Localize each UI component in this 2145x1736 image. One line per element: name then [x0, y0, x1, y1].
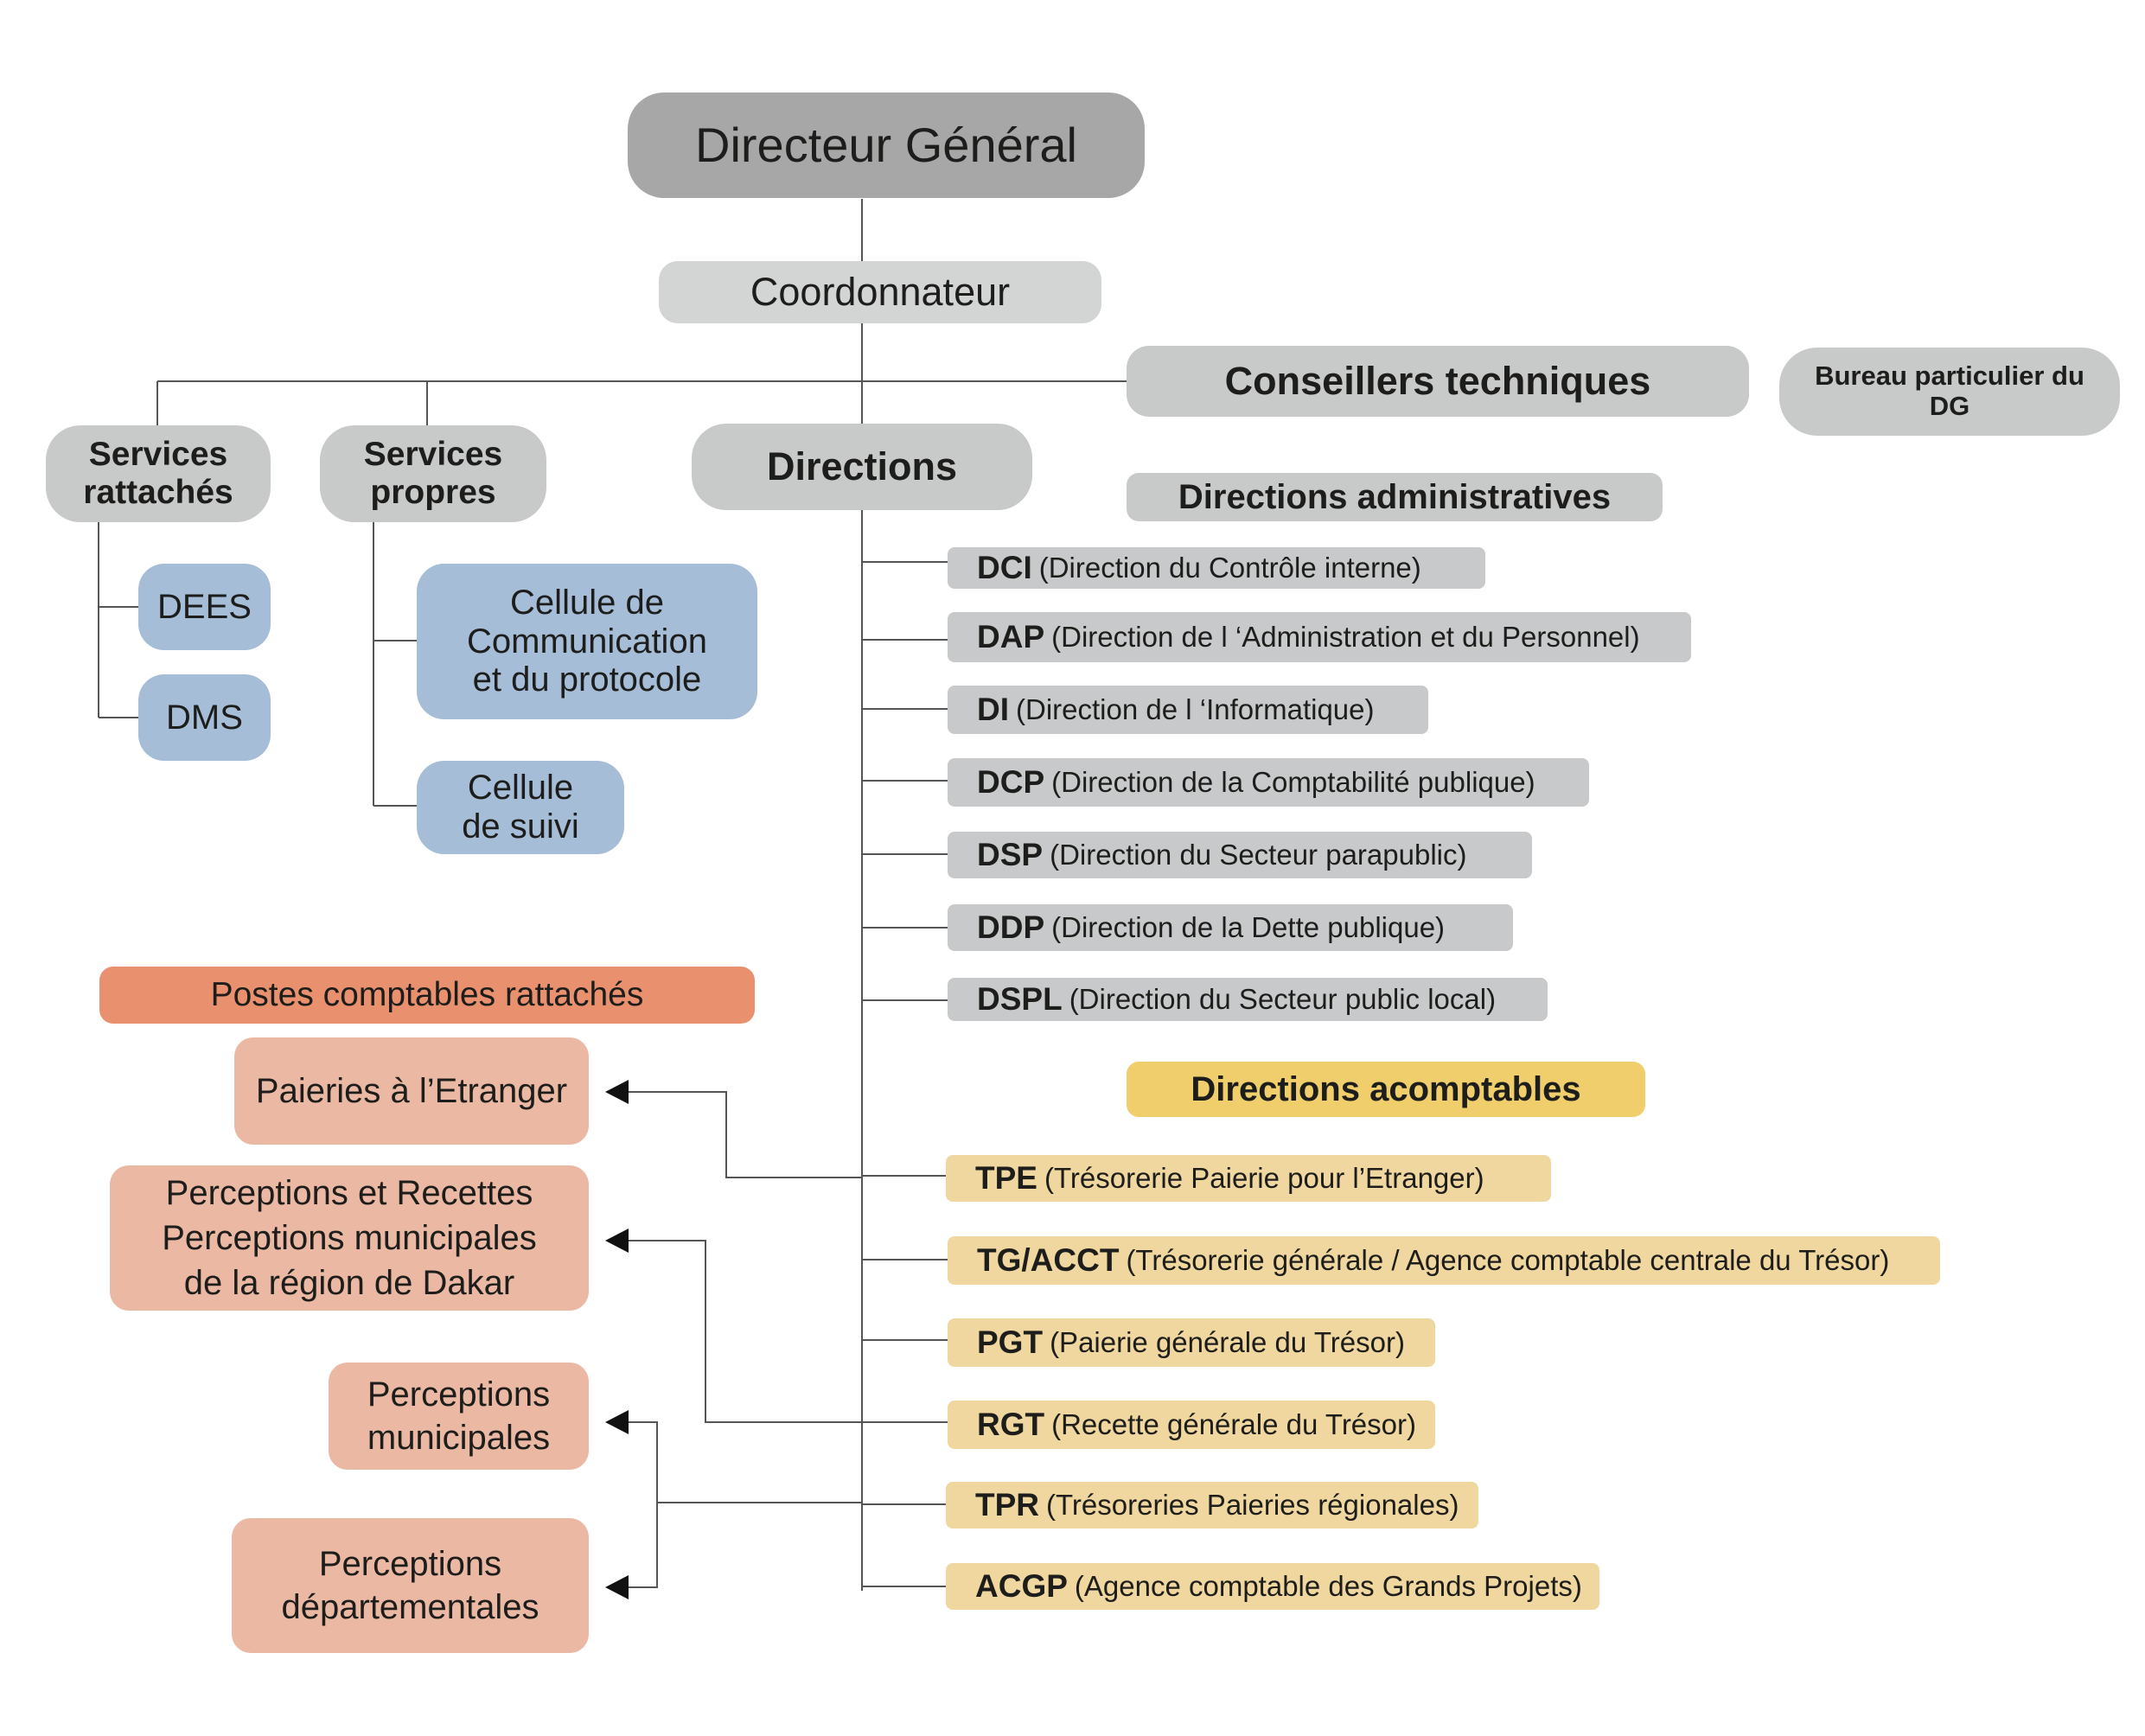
arrow-dakar-icon: [605, 1229, 629, 1253]
admin-name: (Direction de la Comptabilité publique): [1051, 766, 1535, 798]
admin-name: (Direction du Contrôle interne): [1038, 552, 1421, 584]
acct-code: PGT: [977, 1324, 1044, 1360]
unit-dees-box: DEES: [138, 564, 271, 650]
admin-name: (Direction du Secteur parapublic): [1050, 839, 1467, 871]
admin-name: (Direction de l ‘Informatique): [1016, 693, 1375, 725]
admin-row-dcp: DCP (Direction de la Comptabilité publiq…: [948, 758, 1589, 807]
post-paieries-box: Paieries à l’Etranger: [234, 1037, 589, 1145]
private-office-label: Bureau particulier du DG: [1815, 361, 2084, 421]
acct-row-acgp: ACGP (Agence comptable des Grands Projet…: [946, 1563, 1599, 1610]
arrow-paieries-icon: [605, 1080, 629, 1104]
own-services-box: Services propres: [320, 425, 546, 522]
unit-followup-box: Cellule de suivi: [417, 761, 624, 854]
admin-name: (Direction du Secteur public local): [1069, 983, 1497, 1015]
admin-row-dap: DAP (Direction de l ‘Administration et d…: [948, 612, 1691, 662]
acct-name: (Trésorerie Paierie pour l’Etranger): [1044, 1162, 1484, 1194]
admin-name: (Direction de la Dette publique): [1051, 911, 1446, 943]
post-paieries-label: Paieries à l’Etranger: [255, 1071, 568, 1110]
admin-directions-title: Directions administratives: [1178, 477, 1612, 516]
arrow-departementales-icon: [605, 1575, 629, 1599]
admin-code: DSPL: [977, 981, 1063, 1017]
advisors-label: Conseillers techniques: [1224, 358, 1651, 403]
directions-label: Directions: [766, 444, 958, 488]
acct-name: (Trésorerie générale / Agence comptable …: [1126, 1244, 1890, 1276]
unit-followup-label: Cellule de suivi: [462, 769, 579, 846]
unit-dms-label: DMS: [166, 698, 243, 737]
unit-dees-label: DEES: [157, 587, 252, 626]
admin-directions-header: Directions administratives: [1127, 473, 1663, 521]
admin-code: DCI: [977, 550, 1032, 585]
accounting-directions-title: Directions acomptables: [1191, 1069, 1581, 1108]
directions-box: Directions: [692, 424, 1032, 510]
own-services-label: Services propres: [363, 436, 503, 511]
attached-services-label: Services rattachés: [83, 436, 233, 511]
advisors-box: Conseillers techniques: [1127, 346, 1749, 417]
admin-row-dsp: DSP (Direction du Secteur parapublic): [948, 832, 1532, 878]
admin-code: DSP: [977, 837, 1044, 872]
admin-row-dci: DCI (Direction du Contrôle interne): [948, 547, 1485, 589]
unit-communication-box: Cellule de Communication et du protocole: [417, 564, 757, 719]
post-municipales-box: Perceptions municipales: [329, 1363, 589, 1470]
post-dakar-box: Perceptions et Recettes Perceptions muni…: [110, 1165, 589, 1311]
admin-name: (Direction de l ‘Administration et du Pe…: [1051, 621, 1640, 653]
admin-code: DCP: [977, 764, 1045, 800]
post-municipales-label: Perceptions municipales: [367, 1375, 551, 1457]
arrow-municipales-icon: [605, 1410, 629, 1434]
accounting-directions-header: Directions acomptables: [1127, 1062, 1645, 1117]
acct-code: TPR: [975, 1487, 1039, 1522]
coordinator-box: Coordonnateur: [659, 261, 1101, 323]
director-general-box: Directeur Général: [628, 93, 1145, 198]
admin-code: DAP: [977, 619, 1045, 654]
admin-row-dspl: DSPL (Direction du Secteur public local): [948, 978, 1548, 1021]
acct-name: (Trésoreries Paieries régionales): [1046, 1489, 1459, 1521]
acct-row-rgt: RGT (Recette générale du Trésor): [948, 1401, 1435, 1449]
post-departementales-box: Perceptions départementales: [232, 1518, 589, 1653]
acct-code: RGT: [977, 1407, 1045, 1442]
acct-row-tpe: TPE (Trésorerie Paierie pour l’Etranger): [946, 1155, 1551, 1202]
unit-dms-box: DMS: [138, 674, 271, 761]
acct-row-tpr: TPR (Trésoreries Paieries régionales): [946, 1482, 1478, 1529]
attached-services-box: Services rattachés: [46, 425, 271, 522]
acct-name: (Agence comptable des Grands Projets): [1074, 1570, 1582, 1602]
acct-name: (Recette générale du Trésor): [1051, 1408, 1416, 1440]
admin-row-di: DI (Direction de l ‘Informatique): [948, 686, 1428, 734]
acct-code: TPE: [975, 1160, 1037, 1196]
acct-code: TG/ACCT: [977, 1242, 1120, 1278]
acct-code: ACGP: [975, 1568, 1068, 1604]
posts-title: Postes comptables rattachés: [210, 976, 644, 1014]
director-general-label: Directeur Général: [695, 117, 1077, 172]
admin-row-ddp: DDP (Direction de la Dette publique): [948, 904, 1513, 951]
acct-row-pgt: PGT (Paierie générale du Trésor): [948, 1318, 1435, 1367]
unit-communication-label: Cellule de Communication et du protocole: [467, 583, 707, 699]
coordinator-label: Coordonnateur: [750, 269, 1011, 314]
posts-header: Postes comptables rattachés: [99, 967, 755, 1024]
acct-name: (Paierie générale du Trésor): [1050, 1326, 1405, 1358]
post-dakar-label: Perceptions et Recettes Perceptions muni…: [162, 1174, 537, 1302]
admin-code: DDP: [977, 909, 1045, 945]
private-office-box: Bureau particulier du DG: [1779, 348, 2120, 436]
admin-code: DI: [977, 692, 1009, 727]
acct-row-tgacct: TG/ACCT (Trésorerie générale / Agence co…: [948, 1236, 1940, 1285]
post-departementales-label: Perceptions départementales: [281, 1545, 539, 1626]
